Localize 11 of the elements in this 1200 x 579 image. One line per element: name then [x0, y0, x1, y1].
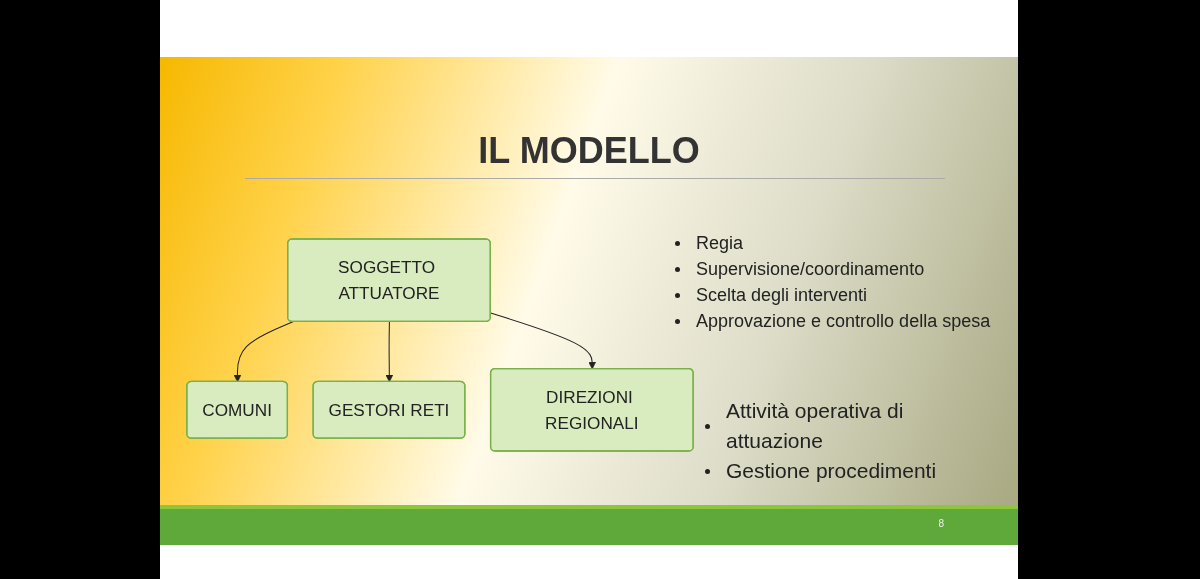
arrow [233, 321, 294, 383]
bullet-text: Regia [696, 232, 744, 255]
bullet-text: Supervisione/coordinamento [696, 258, 925, 281]
arrow [490, 312, 596, 370]
page-number: 8 [938, 518, 944, 529]
bullet-text: Approvazione e controllo della spesa [696, 310, 991, 333]
bullet-text: Gestione procedimenti [726, 458, 937, 484]
arrow [385, 321, 394, 383]
bullet-text: Scelta degli interventi [696, 284, 868, 307]
slide-title: IL MODELLO [477, 130, 701, 172]
bullet-text: Attività operativa di attuazione [726, 398, 905, 454]
